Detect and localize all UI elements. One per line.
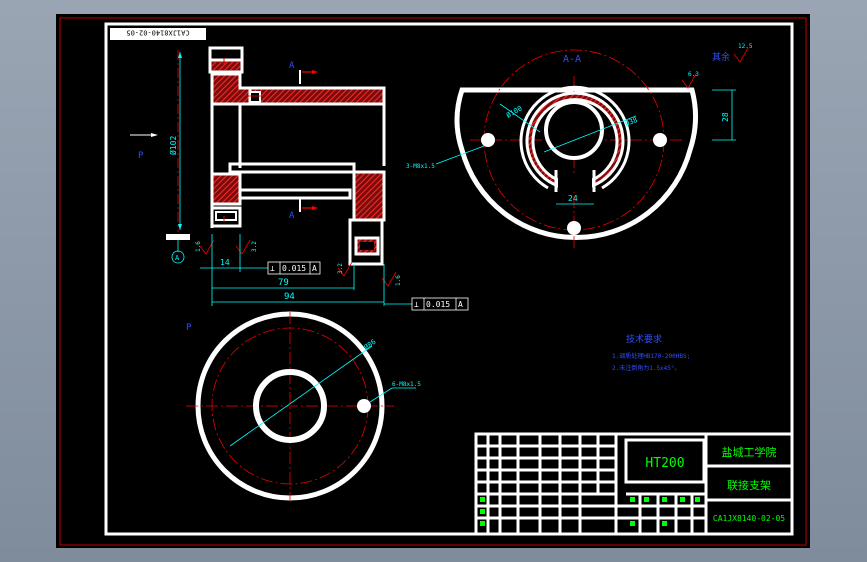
dim-79: 79: [278, 278, 289, 288]
tech-requirements: 技术要求 1.调质处理HB170-200HBS; 2.未注倒角为1.5x45°。: [612, 333, 690, 372]
tolerance-frame-1: ⊥ 0.015 A: [240, 261, 321, 275]
title-drawing-no: CA1JX8140-02-05: [713, 514, 785, 523]
views-front-tol-1-value: 0.015: [282, 264, 306, 273]
title-part-name: 联接支架: [727, 479, 771, 492]
rest-label: 其余: [712, 51, 730, 63]
code-stamp-text: CA1JX8140-02-05: [126, 29, 189, 37]
dim-slot: 24: [568, 194, 578, 203]
tolerance-frame-2: ⊥ 0.015 A: [384, 297, 469, 311]
dim-thread-section: 3-M8x1.5: [406, 163, 435, 170]
views-front-tol-1-symbol: ⊥: [270, 264, 275, 273]
dim-outer: Ø38: [624, 116, 639, 128]
roughness-b: 3.2: [251, 241, 258, 252]
front-view: Ø102 A: [130, 46, 469, 311]
tech-line-2: 2.未注倒角为1.5x45°。: [612, 364, 681, 372]
front-dimensions: [200, 234, 385, 306]
roughness-c: 3.2: [337, 263, 344, 274]
dim-height: Ø102: [168, 136, 178, 155]
view-arrow-p: P: [130, 133, 158, 161]
dim-14: 14: [220, 258, 230, 267]
views-front-tol-2-symbol: ⊥: [414, 300, 419, 309]
p-view-title: P: [186, 323, 192, 333]
datum-a: A: [166, 234, 190, 264]
views-front-section-mark-bottom: A: [289, 211, 295, 221]
title-school: 盐城工学院: [722, 445, 777, 459]
views-front-tol-1-datum: A: [312, 264, 317, 273]
title-block: [474, 432, 794, 536]
dim-p-thread: 6-M8x1.5: [392, 381, 421, 388]
outer-border: [59, 17, 807, 546]
views-front-tol-2-value: 0.015: [426, 300, 450, 309]
views-front-tol-2-datum: A: [458, 300, 463, 309]
views-front-section-mark-top: A: [289, 61, 295, 71]
drawing-frame: [104, 22, 794, 536]
roughness-a: 1.6: [195, 241, 202, 252]
roughness-section: 6.3: [688, 71, 699, 78]
code-stamp: CA1JX8140-02-05: [110, 28, 206, 40]
section-mark-top: A: [289, 61, 318, 84]
tech-line-1: 1.调质处理HB170-200HBS;: [612, 352, 690, 360]
dim-side: 28: [721, 112, 730, 122]
title-block-marks: [480, 497, 700, 526]
views-front-datum: A: [175, 254, 180, 262]
section-title: A-A: [563, 54, 581, 65]
rest-roughness: 12.5: [738, 43, 753, 50]
title-material: HT200: [645, 456, 684, 471]
section-mark-bottom: A: [289, 198, 318, 221]
drawing-sheet: [56, 14, 810, 548]
views-front-view-arrow: P: [138, 151, 144, 161]
dim-94: 94: [284, 292, 295, 302]
roughness-d: 1.6: [395, 275, 402, 286]
tech-title: 技术要求: [626, 333, 662, 345]
